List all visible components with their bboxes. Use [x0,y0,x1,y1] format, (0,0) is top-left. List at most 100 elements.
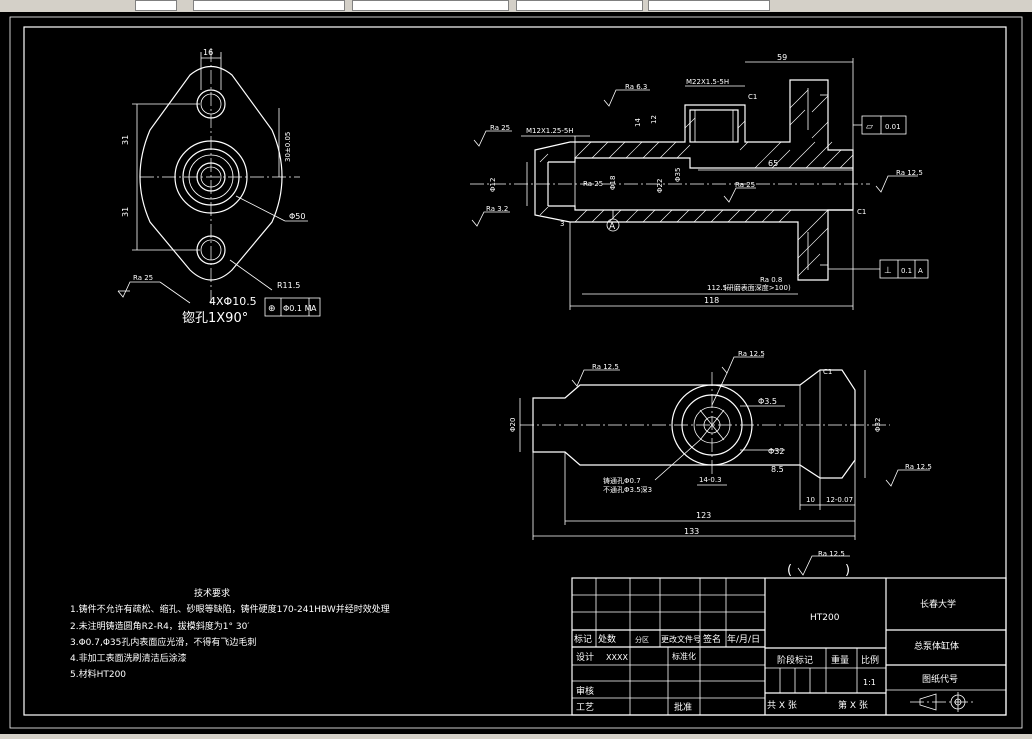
top-view: Φ20 Φ32 Φ3.5 Φ32 8.5 14-0.3 C1 10 12-0.0… [509,350,932,540]
tb-standardize: 标准化 [672,651,696,661]
sec-c1a: C1 [748,93,757,101]
sec-ra-25a: Ra 25 [490,124,510,132]
tb-change-doc: 更改文件号 [661,634,701,644]
dim-r115: R11.5 [277,281,300,290]
tech-item-5: 5.材料HT200 [70,668,126,680]
top-dim-12: 12-0.07 [826,496,853,504]
sec-datum-a: A [609,222,616,232]
title-block: 标记 处数 分区 更改文件号 签名 年/月/日 设计 XXXX 标准化 审核 工… [571,577,1007,716]
sec-ra-125: Ra 12.5 [896,169,923,177]
sec-dim-12: 12 [650,115,658,124]
top-ra-c: Ra 12.5 [905,463,932,471]
sec-dim-59: 59 [777,53,787,62]
general-roughness-value: Ra 12.5 [818,550,845,558]
sec-depth-note: (研磨表面深度>100) [724,283,791,292]
tb-stage-mark: 阶段标记 [777,654,813,666]
tb-university: 长春大学 [920,598,956,610]
svg-text:): ) [845,563,850,578]
tech-item-2: 2.未注明铸造圆角R2-R4，拔模斜度为1° 30′ [70,620,249,632]
top-note-1: 铸通孔Φ0.7 [603,476,641,485]
tb-sheets-total: 共 X 张 [767,700,797,711]
top-dia32: Φ32 [768,447,784,456]
tb-date: 年/月/日 [727,633,760,645]
sec-thread-m12: M12X1.25-5H [526,127,574,135]
top-dim-14: 14-0.3 [699,476,722,484]
top-dia32b: Φ32 [874,418,882,432]
sec-perp-datum: A [918,267,923,275]
sheet-border-outer [9,16,1023,729]
sec-dim-3: 3 [560,220,564,228]
tb-design-name: XXXX [606,653,628,662]
tb-review: 审核 [576,685,594,697]
sec-dim-118: 118 [704,296,719,305]
drawing-canvas[interactable]: 16 31 31 30±0.05 Φ50 R11.5 Ra 25 4XΦ10.5… [0,12,1032,734]
tb-sign: 签名 [703,633,721,645]
tb-sheet-no: 第 X 张 [838,699,868,711]
sec-dim-14: 14 [634,118,642,127]
flange-view: 16 31 31 30±0.05 Φ50 R11.5 Ra 25 4XΦ10.5… [117,48,321,326]
sec-flatness-value: 0.01 [885,123,901,131]
layer-dropdown[interactable] [193,0,345,11]
top-ra-a: Ra 12.5 [592,363,619,371]
tech-item-4: 4.非加工表面洗刷清洁后涂漆 [70,652,187,664]
color-dropdown[interactable] [648,0,770,11]
top-dim-133: 133 [684,527,699,536]
top-dia35: Φ3.5 [758,397,777,406]
countersink-spec: 锪孔1X90° [182,310,248,326]
sec-ra-25c: Ra 25 [735,181,755,189]
pos-tol-datum: A [311,304,317,313]
linetype-dropdown[interactable] [352,0,509,11]
sec-flatness-symbol: ▱ [866,122,873,132]
sec-ra-08: Ra 0.8 [760,276,782,284]
sec-dia12: Φ12 [489,178,497,192]
sec-dia35: Φ35 [674,168,682,182]
dim-dia50: Φ50 [289,212,305,221]
sec-dia22: Φ22 [656,179,664,193]
top-dim-10: 10 [806,496,815,504]
tb-process: 工艺 [576,702,594,713]
tb-mark: 标记 [574,633,592,645]
top-c1: C1 [823,368,832,376]
pos-tol-value: Φ0.1 M [283,304,312,313]
sec-ra-32: Ra 3.2 [486,205,508,213]
sec-dim-65: 65 [768,159,778,168]
sec-dim-1125: 112.5 [707,284,727,292]
top-dim-85: 8.5 [771,465,784,474]
sec-perp-symbol: ⊥ [884,266,892,276]
tb-approve: 批准 [674,701,692,713]
holes-spec: 4XΦ10.5 [209,295,257,308]
flange-roughness: Ra 25 [133,274,153,282]
projection-symbol-icon [910,692,976,712]
tb-drawing-code: 图纸代号 [922,673,958,685]
toolbar-button[interactable] [135,0,177,11]
tech-item-3: 3.Φ0.7,Φ35孔内表面应光滑，不得有飞边毛刺 [70,636,256,648]
tb-material: HT200 [810,613,840,623]
top-ra-b: Ra 12.5 [738,350,765,358]
general-roughness: ( Ra 12.5 ) [787,550,850,578]
sec-c1b: C1 [857,208,866,216]
tb-scale-value: 1:1 [863,678,876,687]
tech-requirements: 技术要求 1.铸件不允许有疏松、缩孔、砂眼等缺陷，铸件硬度170-241HBW并… [70,587,390,680]
drawing-svg: 16 31 31 30±0.05 Φ50 R11.5 Ra 25 4XΦ10.5… [9,16,1023,729]
top-dim-123: 123 [696,511,711,520]
svg-text:(: ( [787,563,792,578]
tb-zone: 分区 [635,635,649,644]
sheet-border-inner [23,26,1007,716]
tb-weight: 重量 [831,654,849,666]
dim-h1: 31 [121,135,130,145]
tb-design: 设计 [576,651,594,663]
tb-scale-label: 比例 [861,654,879,666]
sec-thread-m22: M22X1.5-5H [686,78,729,86]
dim-width-top: 16 [203,48,213,57]
tech-item-1: 1.铸件不允许有疏松、缩孔、砂眼等缺陷，铸件硬度170-241HBW并经时效处理 [70,603,390,615]
sec-ra-63: Ra 6.3 [625,83,647,91]
dim-h2: 31 [121,207,130,217]
tb-part-name: 总泵体缸体 [914,640,959,652]
section-view: 59 M22X1.5-5H M12X1.25-5H C1 C1 14 12 65… [470,53,929,310]
lineweight-dropdown[interactable] [516,0,643,11]
top-note-2: 不通孔Φ3.5深3 [603,485,652,494]
pos-tol-symbol: ⊕ [268,304,276,314]
sec-dia18: Φ18 [609,176,617,190]
status-bar [0,734,1032,739]
sec-ra-25b: Ra 25 [583,180,603,188]
